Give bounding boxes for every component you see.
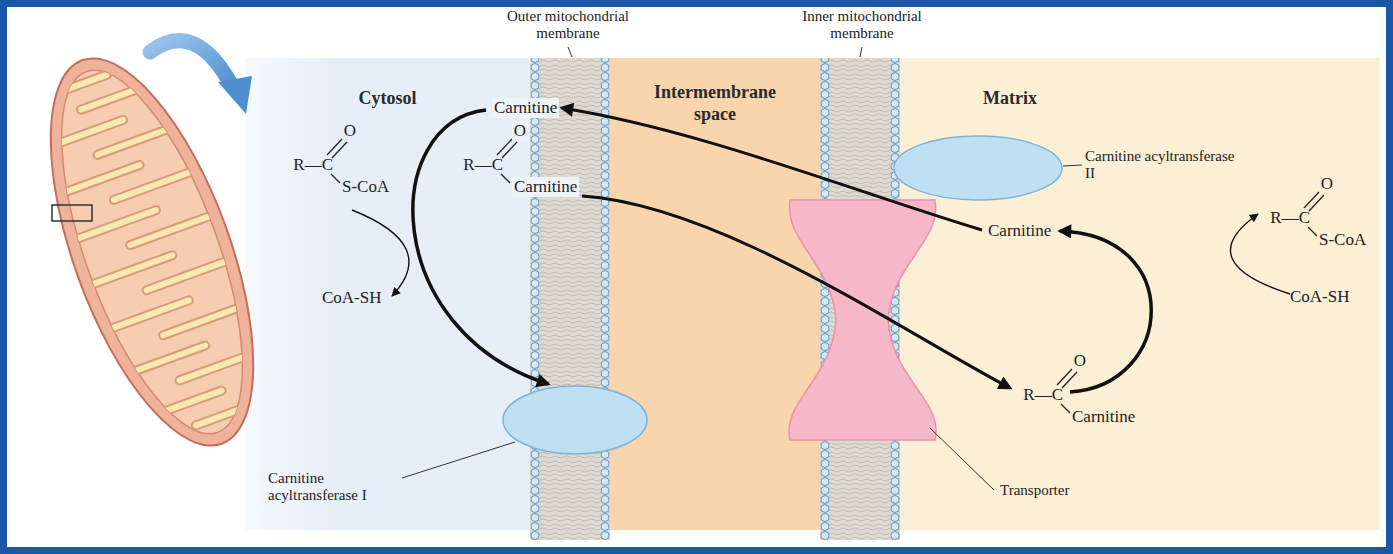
enzyme-cat-i [503,386,647,454]
bond-line [331,174,340,183]
bond-line [1061,404,1070,413]
chem-group: R—C [293,155,333,175]
region-title: Matrix [960,88,1060,110]
cytosol-region: Cytosol [245,58,530,530]
intermembrane-region: Intermembrane space [610,58,820,530]
chem-name: Carnitine [988,221,1051,241]
label-holder: Carnitine acyltransferase I [268,470,398,505]
leader-line [930,428,994,490]
label-holder: CoA-SH [322,288,382,308]
label-holder: Carnitine acyltransferase II [1085,148,1235,183]
chem-group: S-CoA [1319,230,1366,250]
membrane-label: Outer mitochondrial membrane [478,8,658,43]
label-holder: O [1321,174,1333,194]
bond-line [1057,369,1072,385]
chem-group: R—C [1270,208,1310,228]
bond-line [332,142,347,158]
transporter-protein [789,200,936,440]
chem-atom: O [512,121,528,141]
label-holder: R—C [293,155,333,175]
label-holder: O [512,121,528,141]
bond-line [1062,372,1077,388]
leader-line [1063,165,1082,166]
bond-line [497,139,512,155]
bond-line [1304,192,1319,208]
leader-line [402,442,515,478]
bond-line [327,139,342,155]
bond-line [1308,227,1317,236]
chem-group: S-CoA [342,177,389,197]
zoom-arrowhead [218,76,252,114]
label-holder: Carnitine [492,98,559,118]
chem-group: Carnitine [1072,407,1135,427]
transport-arrow [582,196,1010,388]
transport-arrow [562,108,982,230]
zoom-box [52,205,92,221]
chem-name: CoA-SH [1290,287,1350,307]
reaction-arrow [1060,231,1151,392]
region-title: Intermembrane space [640,82,790,125]
label-holder: Inner mitochondrial membrane [772,8,952,43]
label-holder: Carnitine [512,177,579,197]
bond-line [502,142,517,158]
chem-group: Carnitine [512,177,579,197]
reaction-arrow [352,210,409,296]
enzyme-label: Carnitine acyltransferase I [268,470,398,505]
label-holder: O [1074,351,1086,371]
label-holder: Outer mitochondrial membrane [478,8,658,43]
label-holder: R—C [463,155,503,175]
protein-label: Transporter [1000,482,1069,499]
label-holder: R—C [1023,385,1063,405]
label-holder: O [344,121,356,141]
label-holder: S-CoA [342,177,389,197]
mitochondrion [7,33,297,471]
chem-group: R—C [1023,385,1063,405]
label-holder: Carnitine [988,221,1051,241]
chem-name: Carnitine [492,98,559,118]
chem-atom: O [1321,174,1333,194]
label-holder: Carnitine [1072,407,1135,427]
zoom-arrow [150,41,232,86]
chem-group: R—C [463,155,503,175]
leader-line [860,47,862,57]
label-holder: S-CoA [1319,230,1366,250]
membrane-label: Inner mitochondrial membrane [772,8,952,43]
enzyme-label: Carnitine acyltransferase II [1085,148,1235,183]
label-holder: R—C [1270,208,1310,228]
outer-membrane [530,58,610,540]
chem-atom: O [344,121,356,141]
leader-line [568,47,572,57]
chemical-bonds [327,139,1324,413]
bond-line [501,174,510,183]
bond-line [1309,195,1324,211]
label-holder: CoA-SH [1290,287,1350,307]
reaction-arrow [413,110,548,384]
label-holder: Transporter [1000,482,1069,499]
region-title: Cytosol [245,88,530,110]
enzyme-cat-ii [894,136,1062,200]
chem-atom: O [1074,351,1086,371]
chem-name: CoA-SH [322,288,382,308]
